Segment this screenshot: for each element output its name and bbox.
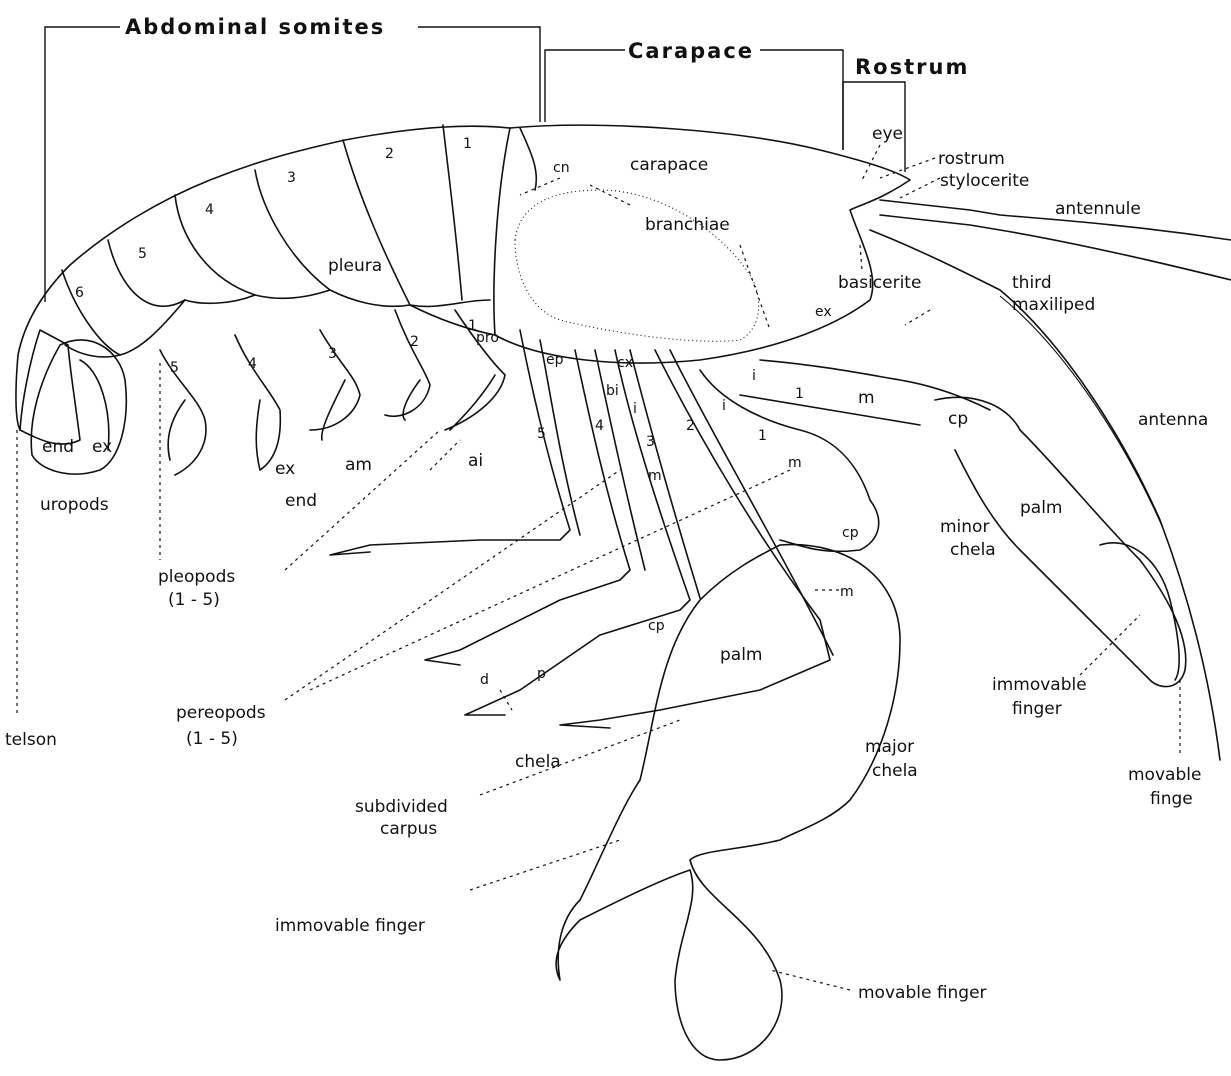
- label-immovable-finger-minor-2: finger: [1012, 699, 1062, 719]
- label-movable-finger-major: movable finger: [858, 983, 987, 1003]
- numeral-i-1: i: [633, 401, 637, 417]
- label-m-leg1: m: [788, 455, 802, 471]
- label-carapace: carapace: [630, 155, 708, 175]
- label-carpus: carpus: [380, 819, 437, 839]
- label-major-chela-2: chela: [872, 761, 918, 781]
- header-rostrum: Rostrum: [855, 55, 969, 79]
- label-minor-chela-1: minor: [940, 517, 989, 537]
- numeral-pleopod-1: 1: [468, 318, 477, 334]
- label-cp-leg: cp: [648, 618, 665, 634]
- numeral-somite-4: 4: [205, 202, 214, 218]
- numeral-somite-1: 1: [463, 136, 472, 152]
- label-end-pleopod: end: [285, 491, 317, 511]
- label-cp-major: cp: [842, 525, 859, 541]
- numeral-pereopod-5: 5: [537, 426, 546, 442]
- numeral-somite-3: 3: [287, 170, 296, 186]
- label-pereopods: pereopods: [176, 703, 266, 723]
- label-eye: eye: [872, 124, 903, 144]
- numeral-major-1: 1: [758, 428, 767, 444]
- label-palm-major: palm: [720, 645, 763, 665]
- label-subdivided: subdivided: [355, 797, 448, 817]
- label-major-chela-1: major: [865, 737, 914, 757]
- numeral-maxiliped-1: 1: [795, 386, 804, 402]
- label-cn: cn: [553, 160, 570, 176]
- numeral-somite-2: 2: [385, 146, 394, 162]
- label-cp-minor: cp: [948, 409, 968, 429]
- label-am: am: [345, 455, 372, 475]
- label-stylocerite: stylocerite: [940, 171, 1029, 191]
- numeral-pereopod-3: 3: [646, 434, 655, 450]
- label-pleopods: pleopods: [158, 567, 235, 587]
- label-palm-minor: palm: [1020, 498, 1063, 518]
- label-uropods: uropods: [40, 495, 109, 515]
- label-end-uropod: end: [42, 437, 74, 457]
- numeral-pleopod-5: 5: [170, 360, 179, 376]
- label-m-leg3: m: [648, 468, 662, 484]
- label-movable-finger-minor-1: movable: [1128, 765, 1201, 785]
- label-ex-uropod: ex: [92, 437, 112, 457]
- label-pleopods-range: (1 - 5): [168, 590, 220, 610]
- label-movable-finger-minor-2: finge: [1150, 789, 1193, 809]
- header-abdominal-somites: Abdominal somites: [125, 15, 385, 39]
- label-third: third: [1012, 273, 1052, 293]
- label-cx: cx: [617, 355, 633, 371]
- label-branchiae: branchiae: [645, 215, 730, 235]
- numeral-i-2: i: [722, 398, 726, 414]
- numeral-pleopod-3: 3: [328, 346, 337, 362]
- label-antenna: antenna: [1138, 410, 1208, 430]
- label-pereopods-range: (1 - 5): [186, 729, 238, 749]
- label-immovable-finger-minor-1: immovable: [992, 675, 1087, 695]
- numeral-pereopod-4: 4: [595, 418, 604, 434]
- pleopods-drawing: [160, 310, 505, 475]
- label-p: p: [537, 666, 546, 682]
- numeral-somite-6: 6: [75, 285, 84, 301]
- label-ex-pleopod: ex: [275, 459, 295, 479]
- numeral-pereopod-2: 2: [686, 418, 695, 434]
- label-basicerite: basicerite: [838, 273, 921, 293]
- label-bi: bi: [606, 383, 619, 399]
- label-antennule: antennule: [1055, 199, 1141, 219]
- label-ex-maxiliped: ex: [815, 304, 832, 320]
- label-pleura: pleura: [328, 256, 382, 276]
- label-ai: ai: [468, 451, 483, 471]
- label-ep: ep: [546, 352, 564, 368]
- major-chela-drawing: [556, 370, 900, 1060]
- label-maxiliped: maxiliped: [1012, 295, 1095, 315]
- pereopods-drawing: [330, 330, 833, 728]
- label-rostrum: rostrum: [938, 149, 1005, 169]
- header-brackets: [45, 27, 905, 302]
- header-carapace: Carapace: [628, 39, 754, 63]
- label-immovable-finger-major: immovable finger: [275, 916, 425, 936]
- numeral-pleopod-4: 4: [248, 356, 257, 372]
- label-pro: pro: [476, 330, 499, 346]
- numeral-i-3: i: [752, 368, 756, 384]
- numeral-somite-5: 5: [138, 246, 147, 262]
- label-d: d: [480, 672, 489, 688]
- label-telson: telson: [5, 730, 57, 750]
- label-chela: chela: [515, 752, 561, 772]
- label-m-minor: m: [858, 388, 875, 408]
- label-minor-chela-2: chela: [950, 540, 996, 560]
- numeral-pleopod-2: 2: [410, 334, 419, 350]
- label-m-major: m: [840, 584, 854, 600]
